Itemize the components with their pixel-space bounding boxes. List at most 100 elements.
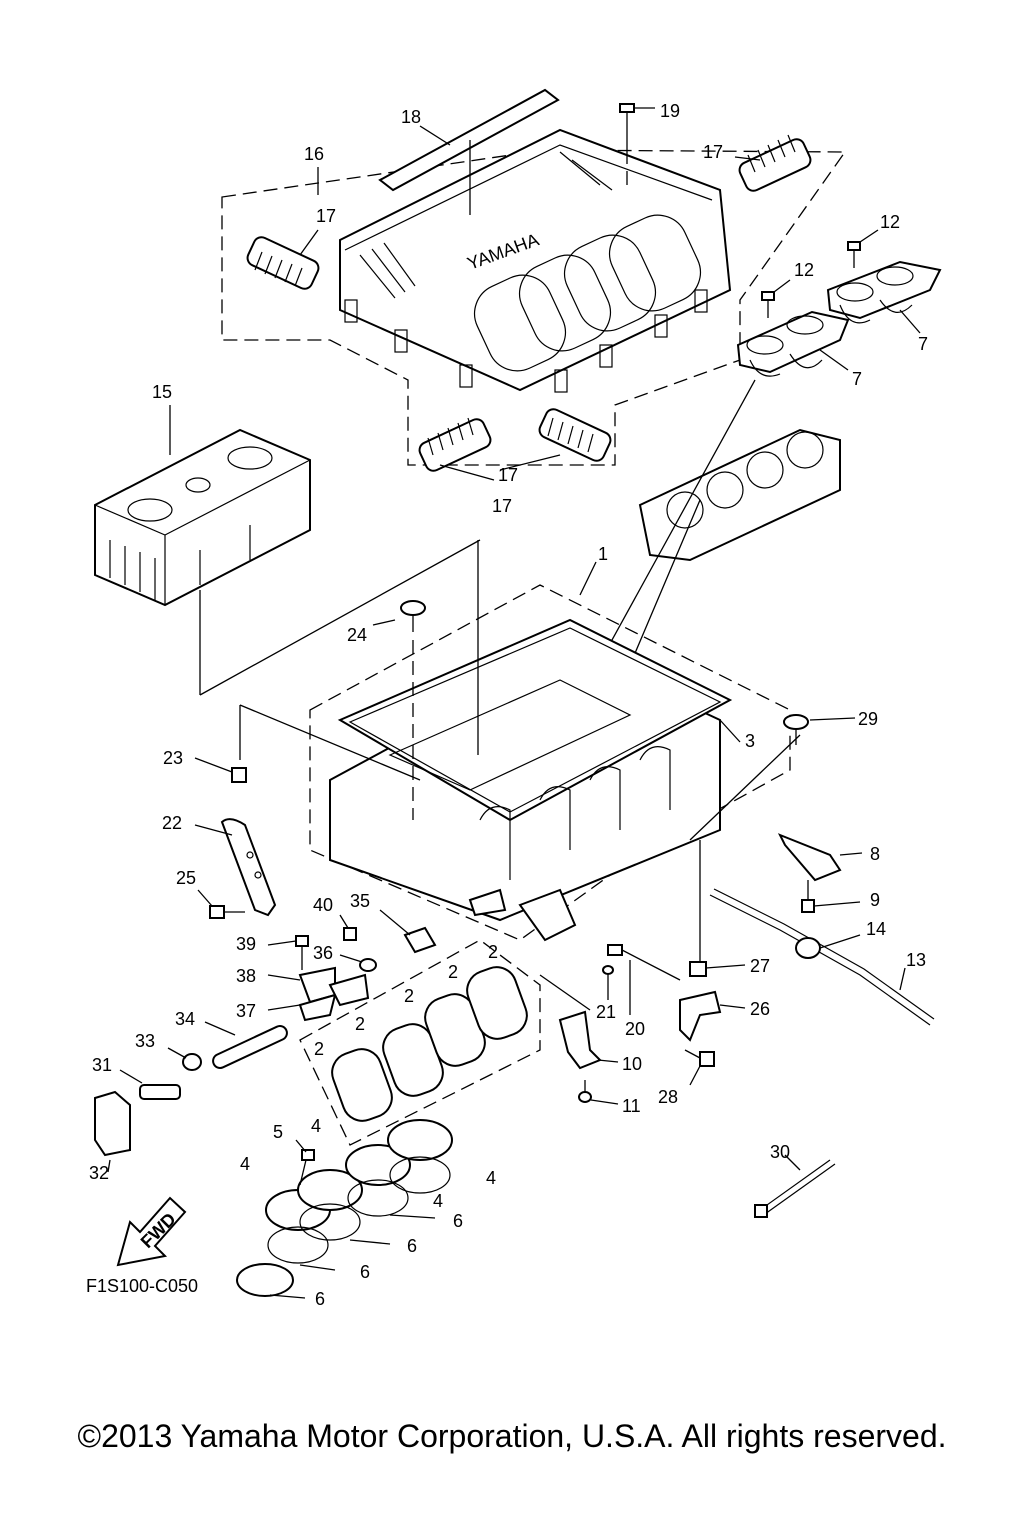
callout-2: 2 — [404, 986, 414, 1006]
bracket-8 — [777, 833, 863, 882]
callout-34: 34 — [175, 1009, 195, 1029]
fitting-35 — [379, 909, 437, 954]
bolt-29 — [783, 714, 856, 745]
callout-28: 28 — [658, 1087, 678, 1107]
air-filter-element — [94, 428, 311, 607]
callout-39: 39 — [236, 934, 256, 954]
damper-17-left — [246, 236, 320, 290]
bolt-39 — [267, 935, 309, 970]
callout-21: 21 — [596, 1002, 616, 1022]
clamps-6 — [236, 1214, 436, 1299]
callout-3: 3 — [745, 731, 755, 751]
air-filter-case-cover: YAMAHA — [221, 128, 847, 466]
fwd-arrow-icon: FWD — [116, 1196, 187, 1267]
callout-40: 40 — [313, 895, 333, 915]
damper-17-lower-left — [418, 417, 492, 472]
bracket-22 — [194, 818, 277, 917]
joint-7-right — [826, 260, 942, 324]
callout-9: 9 — [870, 890, 880, 910]
callout-22: 22 — [162, 813, 182, 833]
emblem — [378, 88, 560, 215]
callout-8: 8 — [870, 844, 880, 864]
callout-7: 7 — [918, 334, 928, 354]
callout-10: 10 — [622, 1054, 642, 1074]
callout-6: 6 — [407, 1236, 417, 1256]
air-filter-case — [309, 584, 791, 942]
callout-17: 17 — [492, 496, 512, 516]
bracket-37-38 — [267, 966, 337, 1022]
callout-18: 18 — [401, 107, 421, 127]
callout-31: 31 — [92, 1055, 112, 1075]
screw-40 — [339, 914, 357, 941]
callout-25: 25 — [176, 868, 196, 888]
callout-24: 24 — [347, 625, 367, 645]
breather-hose-13 — [709, 888, 935, 1026]
drain-hose-20 — [607, 944, 681, 1015]
bracket-26 — [679, 990, 746, 1042]
callout-4: 4 — [311, 1116, 321, 1136]
callout-16: 16 — [304, 144, 324, 164]
damper-17-lower-right — [538, 408, 612, 462]
throttle-body-assembly — [638, 428, 841, 562]
tie-30 — [754, 1154, 836, 1218]
joint-2-group — [299, 939, 541, 1146]
callout-13: 13 — [906, 950, 926, 970]
callout-30: 30 — [770, 1142, 790, 1162]
callout-1: 1 — [598, 544, 608, 564]
bolt-19 — [619, 103, 655, 190]
diagram-code: F1S100-C050 — [86, 1276, 198, 1296]
screw-12-b — [761, 279, 791, 318]
callout-14: 14 — [866, 919, 886, 939]
grommet-27 — [689, 961, 746, 977]
callout-12: 12 — [794, 260, 814, 280]
callout-33: 33 — [135, 1031, 155, 1051]
callout-2: 2 — [448, 962, 458, 982]
joint-7-left — [736, 310, 850, 377]
damper-17-right-top — [738, 134, 812, 192]
callout-29: 29 — [858, 709, 878, 729]
clamp-33 — [167, 1047, 202, 1071]
callout-6: 6 — [360, 1262, 370, 1282]
cap-32 — [94, 1090, 131, 1173]
callout-37: 37 — [236, 1001, 256, 1021]
callout-23: 23 — [163, 748, 183, 768]
callout-17: 17 — [498, 465, 518, 485]
callout-19: 19 — [660, 101, 680, 121]
callout-6: 6 — [315, 1289, 325, 1309]
screw-21 — [602, 965, 614, 1000]
callout-17: 17 — [703, 142, 723, 162]
callout-6: 6 — [453, 1211, 463, 1231]
callout-2: 2 — [488, 942, 498, 962]
screw-11 — [578, 1080, 619, 1105]
copyright-notice: ©2013 Yamaha Motor Corporation, U.S.A. A… — [77, 1418, 947, 1454]
callout-2: 2 — [355, 1014, 365, 1034]
callout-2: 2 — [314, 1039, 324, 1059]
bolt-9 — [801, 880, 861, 913]
callout-38: 38 — [236, 966, 256, 986]
callout-11: 11 — [622, 1096, 641, 1116]
bracket-10 — [539, 974, 619, 1070]
callout-35: 35 — [350, 891, 370, 911]
callout-17: 17 — [316, 206, 336, 226]
callout-32: 32 — [89, 1163, 109, 1183]
clamp-14 — [795, 934, 861, 959]
callout-4: 4 — [240, 1154, 250, 1174]
callout-12: 12 — [880, 212, 900, 232]
callout-15: 15 — [152, 382, 172, 402]
callout-20: 20 — [625, 1019, 645, 1039]
screw-5 — [295, 1139, 315, 1186]
screw-12-a — [847, 229, 879, 268]
callout-36: 36 — [313, 943, 333, 963]
intake-joints-4 — [265, 1119, 453, 1264]
bolt-28 — [684, 1049, 715, 1086]
bolt-24 — [400, 600, 426, 632]
callout-7: 7 — [852, 369, 862, 389]
callout-5: 5 — [273, 1122, 283, 1142]
callout-labels: 1 2 2 2 2 2 3 4 4 4 4 5 6 6 6 6 7 7 8 9 … — [89, 101, 928, 1309]
callout-4: 4 — [486, 1168, 496, 1188]
grommet-23 — [194, 757, 247, 783]
pipe-34 — [204, 1021, 288, 1069]
callout-4: 4 — [433, 1191, 443, 1211]
callout-27: 27 — [750, 956, 770, 976]
